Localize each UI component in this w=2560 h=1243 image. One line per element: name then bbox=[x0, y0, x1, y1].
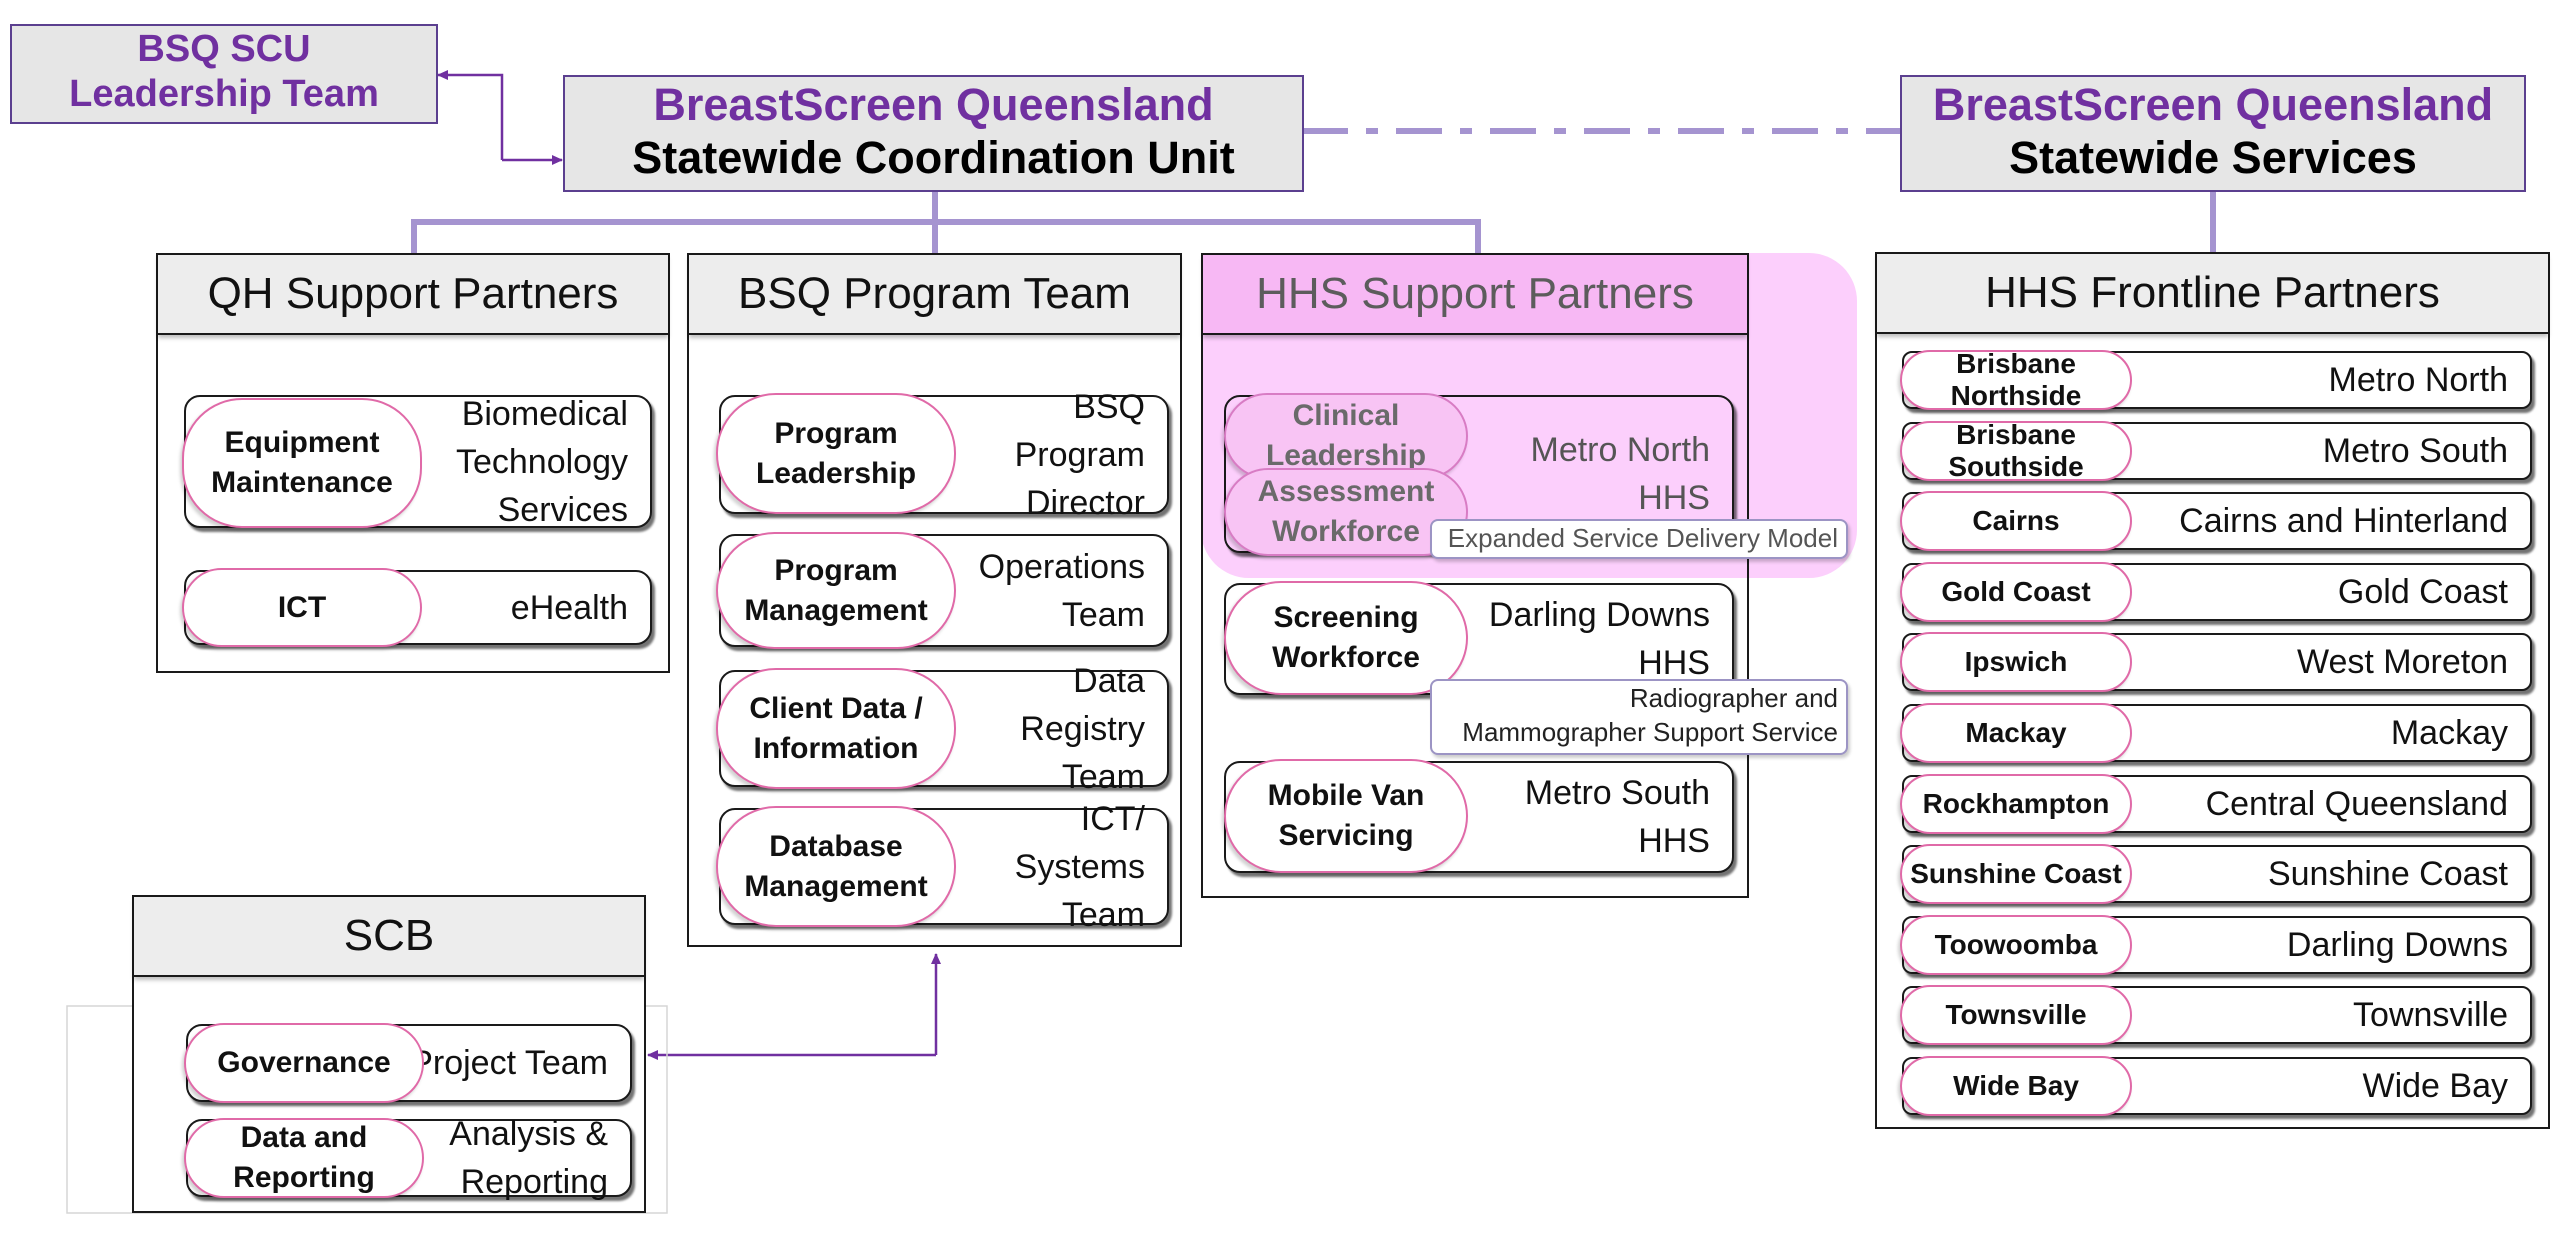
statewide-line2: Statewide Services bbox=[2009, 132, 2417, 184]
scu-box: BreastScreen Queensland Statewide Coordi… bbox=[563, 75, 1304, 192]
scb-title: SCB bbox=[134, 897, 644, 977]
hhs-row-1-text: Metro North HHS bbox=[1530, 431, 1711, 517]
leadership-line2: Leadership Team bbox=[69, 72, 379, 115]
frontline-row-pill: Brisbane Southside bbox=[1900, 419, 2132, 482]
hhs-row-2-text: Darling Downs HHS bbox=[1488, 596, 1710, 682]
bsq-row-3-pill: Client Data / Information bbox=[716, 668, 956, 789]
frontline-row-text: Cairns and Hinterland bbox=[2179, 502, 2508, 540]
bsq-row-1-pill: Program Leadership bbox=[716, 393, 956, 514]
bsq-row-4-pill: Database Management bbox=[716, 806, 956, 927]
qh-row-1-pill: Equipment Maintenance bbox=[182, 398, 422, 528]
statewide-line1: BreastScreen Queensland bbox=[1932, 79, 2494, 130]
frontline-row-pill: Cairns bbox=[1900, 491, 2132, 551]
frontline-row-text: Darling Downs bbox=[2286, 926, 2508, 964]
hhs-row-3-pill: Mobile Van Servicing bbox=[1224, 759, 1468, 873]
bsq-row-2-text: Operations Team bbox=[978, 547, 1145, 634]
qh-row-2-pill: ICT bbox=[182, 568, 422, 647]
frontline-row-pill: Ipswich bbox=[1900, 632, 2132, 692]
hhs-row-2-pill: Screening Workforce bbox=[1224, 581, 1468, 695]
leadership-team-box: BSQ SCU Leadership Team bbox=[10, 24, 438, 124]
frontline-row-text: Sunshine Coast bbox=[2267, 855, 2508, 893]
qh-support-panel: QH Support Partners Biomedical Technolog… bbox=[156, 253, 670, 673]
scb-row-1-pill: Governance bbox=[184, 1023, 424, 1103]
bsq-program-panel: BSQ Program Team BSQ Program Director Pr… bbox=[687, 253, 1182, 947]
bsq-program-title: BSQ Program Team bbox=[689, 255, 1180, 335]
statewide-services-box: BreastScreen Queensland Statewide Servic… bbox=[1900, 75, 2526, 192]
qh-row-1-text: Biomedical Technology Services bbox=[455, 394, 628, 529]
frontline-row-text: Metro South bbox=[2322, 432, 2508, 470]
frontline-row-text: Mackay bbox=[2390, 714, 2508, 752]
frontline-row-pill: Mackay bbox=[1900, 703, 2132, 763]
frontline-row-pill: Toowoomba bbox=[1900, 915, 2132, 975]
frontline-row-text: Gold Coast bbox=[2337, 573, 2508, 611]
hhs-support-frame: HHS Support Partners bbox=[1201, 253, 1749, 898]
bsq-row-4-text: ICT/ Systems Team bbox=[1014, 799, 1145, 934]
scb-row-2-text: Analysis & Reporting bbox=[449, 1115, 608, 1201]
frontline-row-pill: Townsville bbox=[1900, 985, 2132, 1045]
qh-support-title: QH Support Partners bbox=[158, 255, 668, 335]
hhs-note-expanded: Expanded Service Delivery Model bbox=[1430, 519, 1848, 559]
scb-panel: SCB Project Team Governance Analysis & R… bbox=[132, 895, 646, 1213]
frontline-row-text: Central Queensland bbox=[2205, 785, 2508, 823]
frontline-row-text: West Moreton bbox=[2296, 643, 2508, 681]
hhs-row-1-pill-2: Assessment Workforce bbox=[1224, 468, 1468, 556]
frontline-row-pill: Rockhampton bbox=[1900, 774, 2132, 834]
hhs-support-panel: HHS Support Partners Metro North HHS Cli… bbox=[1201, 253, 1857, 898]
hhs-support-title: HHS Support Partners bbox=[1203, 255, 1747, 335]
scu-line1: BreastScreen Queensland bbox=[653, 79, 1214, 130]
bsq-row-3-text: Data Registry Team bbox=[1020, 661, 1145, 796]
frontline-row-pill: Brisbane Northside bbox=[1900, 348, 2132, 411]
hhs-note-radiographer: Radiographer and Mammographer Support Se… bbox=[1430, 679, 1848, 755]
bsq-row-2-pill: Program Management bbox=[716, 532, 956, 649]
scb-row-1-text: Project Team bbox=[410, 1044, 608, 1082]
frontline-row-pill: Gold Coast bbox=[1900, 562, 2132, 622]
bsq-row-1-text: BSQ Program Director bbox=[1014, 387, 1145, 522]
connector-leadership bbox=[437, 70, 504, 160]
scu-line2: Statewide Coordination Unit bbox=[632, 132, 1235, 184]
frontline-row-pill: Wide Bay bbox=[1900, 1056, 2132, 1116]
hhs-row-1-pill-1: Clinical Leadership bbox=[1224, 393, 1468, 479]
frontline-row-text: Metro North bbox=[2328, 361, 2509, 399]
qh-row-2-text: eHealth bbox=[510, 588, 628, 627]
leadership-line1: BSQ SCU bbox=[137, 28, 311, 70]
frontline-row-pill: Sunshine Coast bbox=[1900, 844, 2132, 904]
scb-row-2-pill: Data and Reporting bbox=[184, 1118, 424, 1198]
frontline-row-text: Wide Bay bbox=[2362, 1067, 2509, 1105]
frontline-row-text: Townsville bbox=[2353, 996, 2508, 1034]
frontline-title: HHS Frontline Partners bbox=[1877, 254, 2548, 334]
hhs-row-3-text: Metro South HHS bbox=[1524, 774, 1710, 860]
